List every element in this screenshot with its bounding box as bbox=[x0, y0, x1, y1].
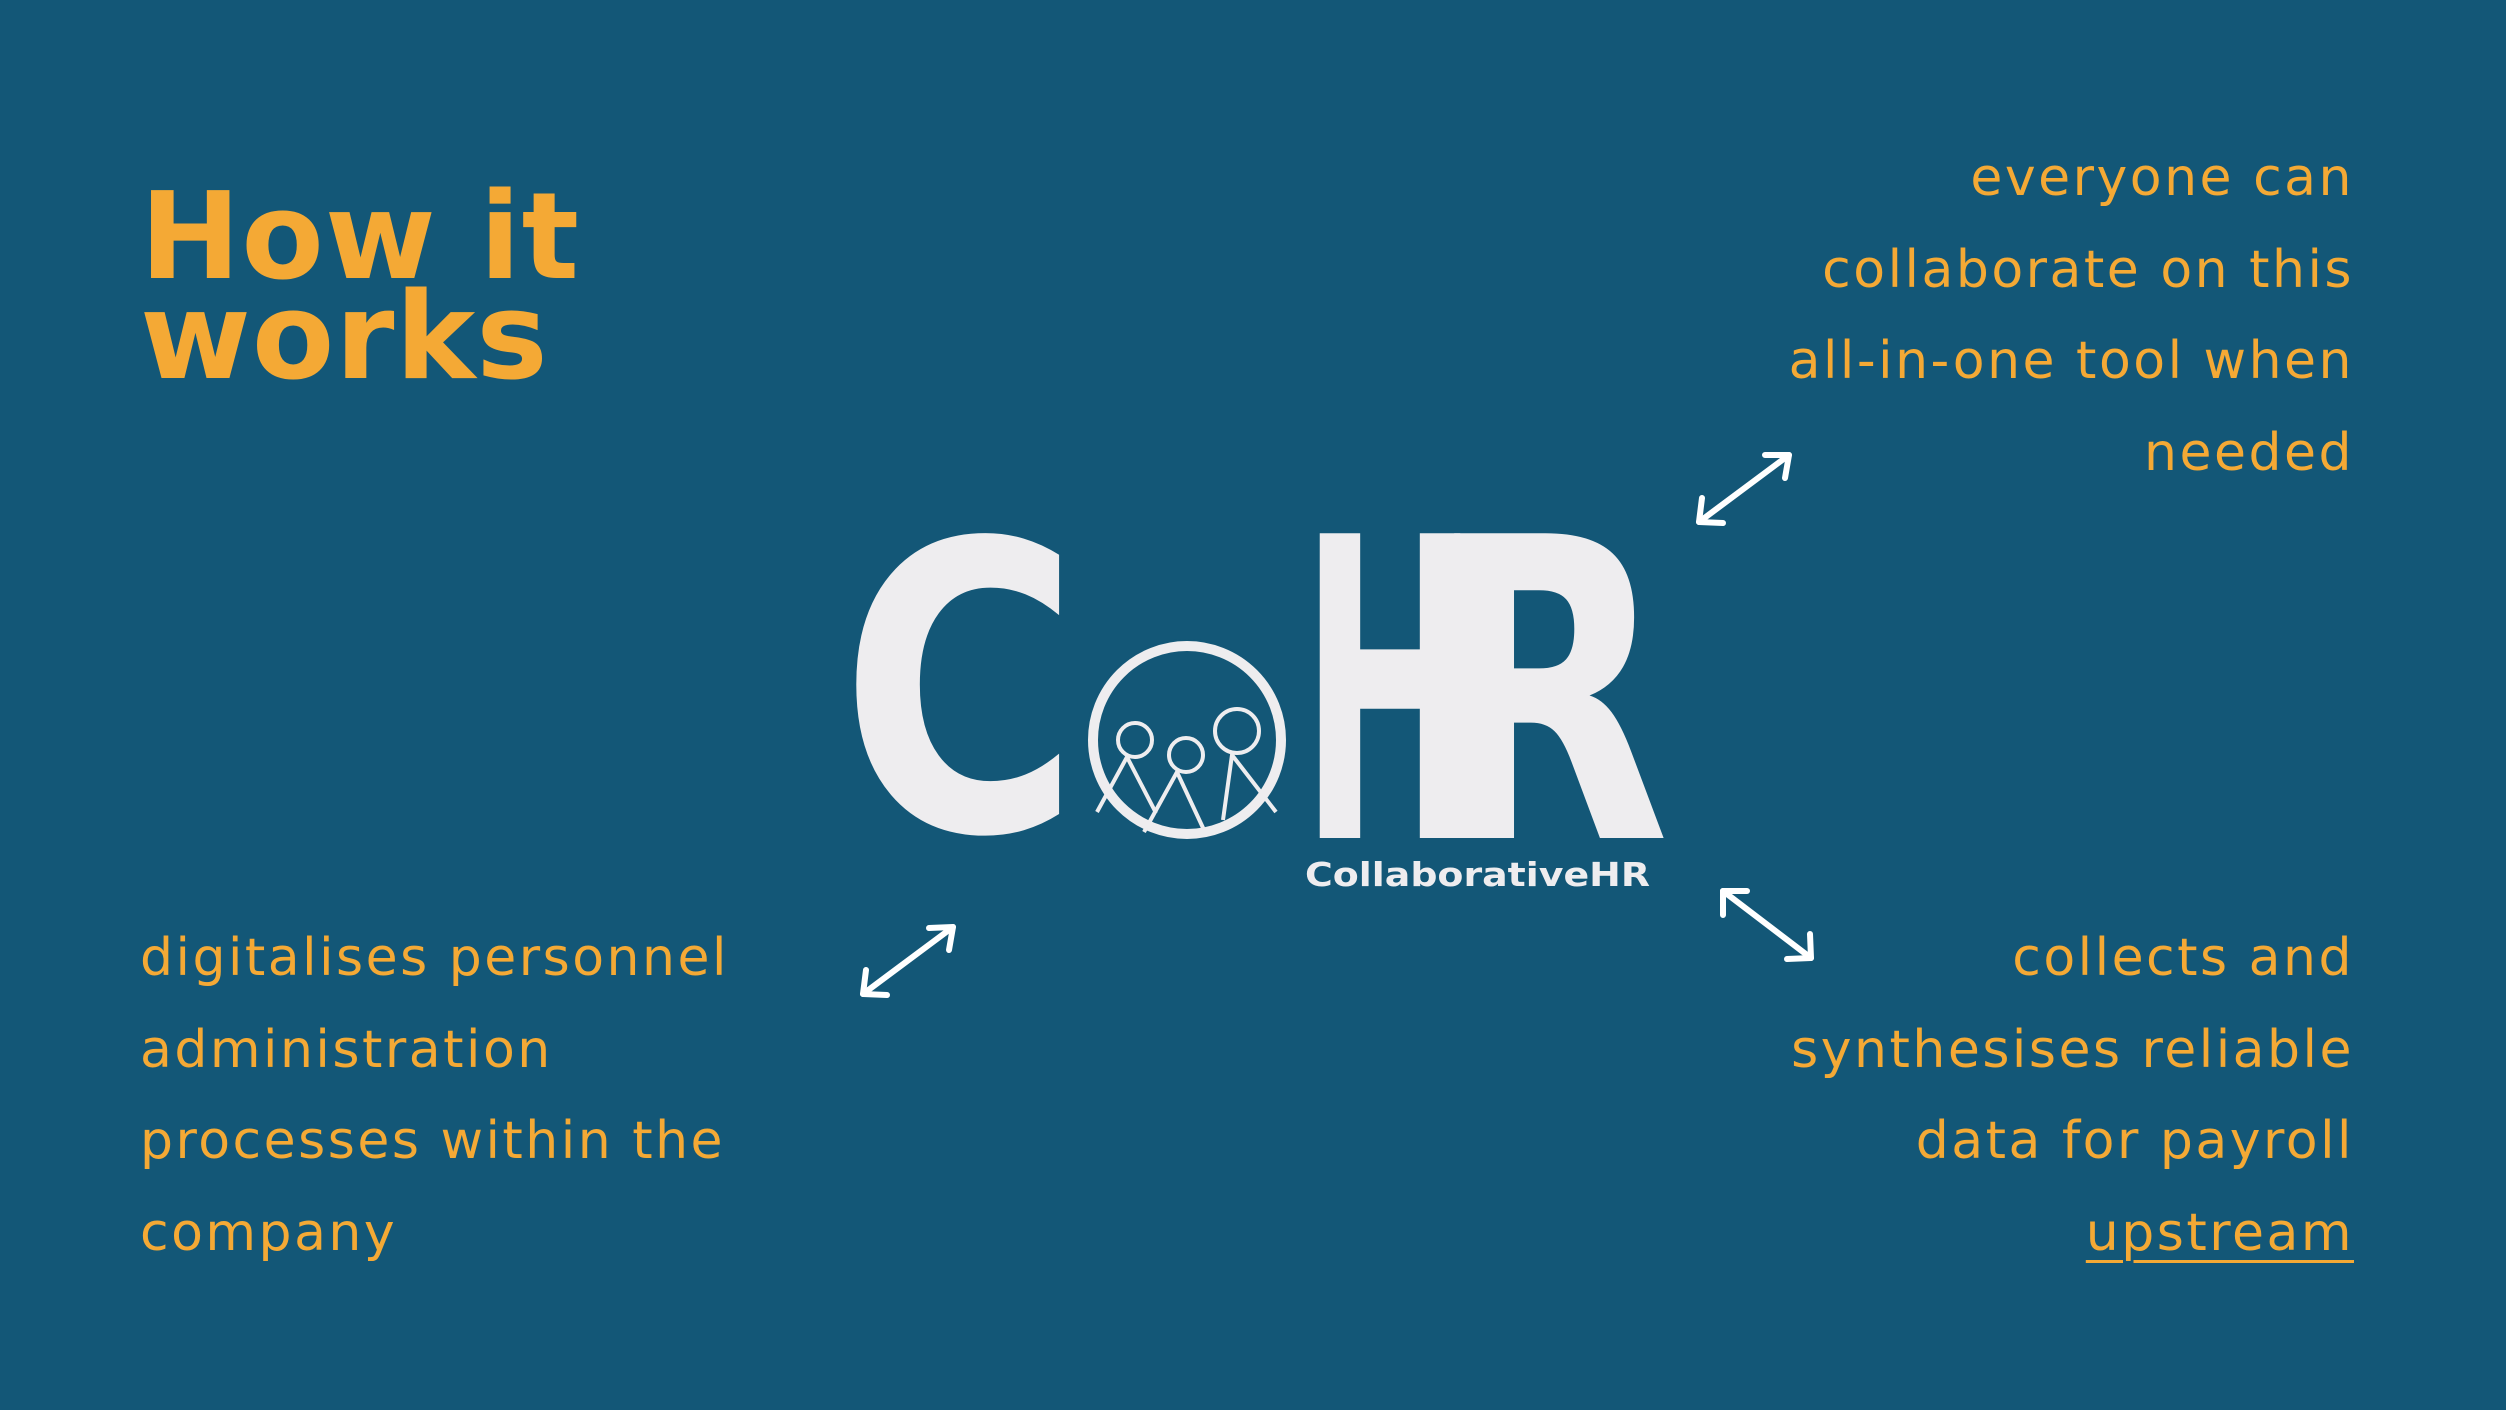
logo-letter-c: C bbox=[840, 500, 1080, 910]
caption-line: collaborate on this bbox=[1822, 239, 2354, 300]
title-line-2: works bbox=[140, 268, 549, 407]
double-arrow-icon bbox=[860, 924, 956, 998]
caption-line: all-in-one tool when bbox=[1788, 331, 2354, 391]
caption-payroll-data: collects and synthesises reliable data f… bbox=[1791, 913, 2354, 1279]
people-circle-icon bbox=[1086, 639, 1288, 841]
caption-line: collects and bbox=[2012, 928, 2354, 988]
double-arrow-icon bbox=[1696, 452, 1792, 526]
caption-line: data for payroll bbox=[1915, 1111, 2354, 1171]
logo-letter-r: R bbox=[1425, 500, 1670, 910]
caption-line: needed bbox=[2144, 422, 2354, 483]
caption-line: synthesises reliable bbox=[1791, 1019, 2354, 1080]
logo-wordmark: CollaborativeHR bbox=[1305, 855, 1650, 894]
caption-line: administration bbox=[140, 1019, 553, 1080]
logo-letter-h: H bbox=[1300, 500, 1480, 910]
caption-digitalisation: digitalises personnel administration pro… bbox=[140, 913, 729, 1279]
caption-line: digitalises personnel bbox=[140, 928, 729, 988]
caption-link-upstream[interactable]: upstream bbox=[2085, 1202, 2354, 1263]
title-line-1: How it bbox=[140, 168, 581, 307]
page-title: How it works bbox=[140, 168, 581, 407]
caption-line: everyone can bbox=[1970, 148, 2354, 208]
caption-line: processes within the bbox=[140, 1111, 726, 1171]
double-arrow-icon bbox=[1720, 888, 1814, 962]
cohr-logo: C H R CollaborativeHR bbox=[840, 500, 1670, 910]
caption-collaboration: everyone can collaborate on this all-in-… bbox=[1789, 133, 2354, 499]
caption-line: company bbox=[140, 1202, 398, 1263]
